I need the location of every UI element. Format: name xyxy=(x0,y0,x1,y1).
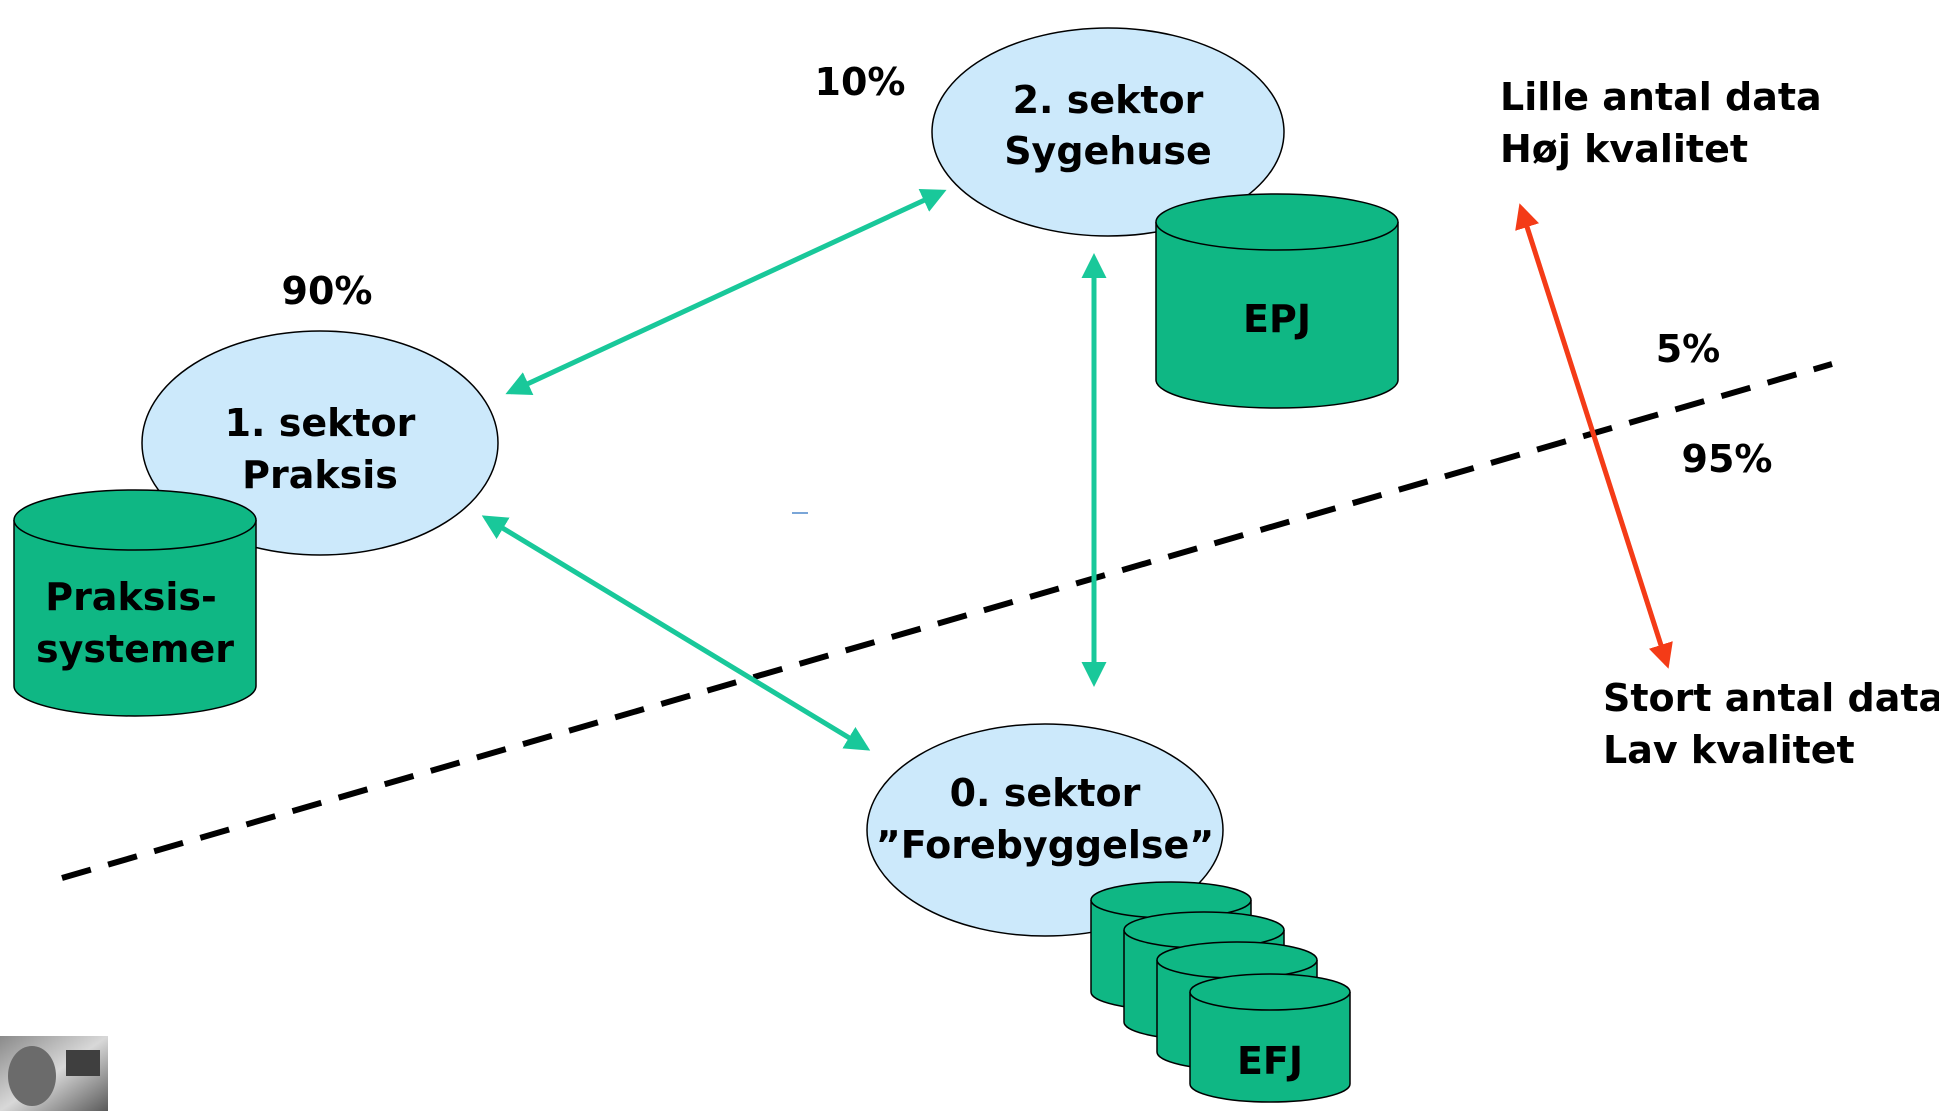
sector0-ellipse xyxy=(866,723,1224,937)
divider-dashed-line xyxy=(61,361,1833,881)
efj-label: EFJ xyxy=(1237,1039,1303,1083)
below-line-percentage: 95% xyxy=(1682,437,1773,481)
sector0-label-line1: 0. sektor xyxy=(950,771,1141,815)
praksis-database-icon xyxy=(13,489,257,717)
arrow-sector1-sector0 xyxy=(481,515,871,751)
sector2-ellipse xyxy=(931,27,1285,237)
quality-arrow xyxy=(1515,203,1673,669)
epj-label: EPJ xyxy=(1243,297,1311,341)
efj-database-stack-icon xyxy=(1090,881,1351,1103)
sector1-ellipse xyxy=(141,330,499,556)
quality-top-line1: Lille antal data xyxy=(1500,75,1822,119)
quality-bottom-line2: Lav kvalitet xyxy=(1603,728,1855,772)
sector2-label-line1: 2. sektor xyxy=(1013,78,1204,122)
quality-top-line2: Høj kvalitet xyxy=(1500,127,1748,171)
arrow-sector1-sector2 xyxy=(505,189,947,395)
sector2-percentage: 10% xyxy=(815,60,906,104)
person-photo-icon xyxy=(0,1036,108,1111)
praksis-label-line1: Praksis- xyxy=(45,575,217,619)
quality-bottom-line1: Stort antal data xyxy=(1603,676,1939,720)
sector0-label-line2: ”Forebyggelse” xyxy=(876,823,1215,867)
sector1-percentage: 90% xyxy=(282,269,373,313)
above-line-percentage: 5% xyxy=(1656,327,1721,371)
sector1-label-line2: Praksis xyxy=(242,453,398,497)
praksis-label-line2: systemer xyxy=(36,627,234,671)
sector1-label-line1: 1. sektor xyxy=(225,401,416,445)
sector2-label-line2: Sygehuse xyxy=(1004,129,1212,173)
epj-database-icon xyxy=(1155,193,1399,409)
